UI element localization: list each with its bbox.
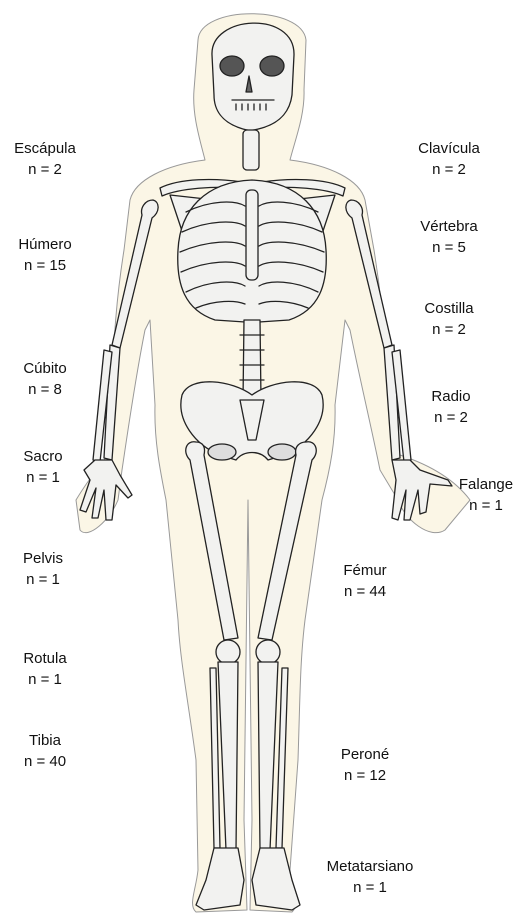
bone-count: n = 1 <box>0 467 98 488</box>
label-sacro: Sacro n = 1 <box>0 446 98 488</box>
lumbar-spine <box>243 320 261 400</box>
right-foot <box>252 848 300 910</box>
label-vertebra: Vértebra n = 5 <box>394 216 504 258</box>
bone-name: Clavícula <box>394 138 504 159</box>
bone-count: n = 5 <box>394 237 504 258</box>
label-metatarsiano: Metatarsiano n = 1 <box>315 856 425 898</box>
cervical-spine <box>243 130 259 170</box>
label-femur: Fémur n = 44 <box>310 560 420 602</box>
skull <box>212 23 294 130</box>
bone-name: Escápula <box>0 138 100 159</box>
bone-name: Tibia <box>0 730 100 751</box>
bone-count: n = 1 <box>0 569 98 590</box>
left-obturator <box>208 444 236 460</box>
left-eye-socket <box>220 56 244 76</box>
right-eye-socket <box>260 56 284 76</box>
label-pelvis: Pelvis n = 1 <box>0 548 98 590</box>
label-falange: Falange n = 1 <box>431 474 521 516</box>
label-clavicula: Clavícula n = 2 <box>394 138 504 180</box>
bone-count: n = 8 <box>0 379 100 400</box>
label-tibia: Tibia n = 40 <box>0 730 100 772</box>
label-perone: Peroné n = 12 <box>310 744 420 786</box>
bone-name: Rotula <box>0 648 100 669</box>
left-patella <box>216 640 240 664</box>
bone-name: Peroné <box>310 744 420 765</box>
bone-count: n = 1 <box>431 495 521 516</box>
bone-count: n = 2 <box>396 407 506 428</box>
bone-count: n = 15 <box>0 255 100 276</box>
bone-name: Húmero <box>0 234 100 255</box>
right-patella <box>256 640 280 664</box>
bone-name: Metatarsiano <box>315 856 425 877</box>
bone-name: Sacro <box>0 446 98 467</box>
bone-name: Costilla <box>394 298 504 319</box>
label-escapula: Escápula n = 2 <box>0 138 100 180</box>
bone-count: n = 1 <box>0 669 100 690</box>
bone-name: Fémur <box>310 560 420 581</box>
bone-count: n = 2 <box>394 319 504 340</box>
label-rotula: Rotula n = 1 <box>0 648 100 690</box>
bone-count: n = 2 <box>0 159 100 180</box>
bone-count: n = 44 <box>310 581 420 602</box>
bone-count: n = 1 <box>315 877 425 898</box>
bone-name: Pelvis <box>0 548 98 569</box>
bone-name: Cúbito <box>0 358 100 379</box>
bone-count: n = 40 <box>0 751 100 772</box>
bone-name: Radio <box>396 386 506 407</box>
label-cubito: Cúbito n = 8 <box>0 358 100 400</box>
bone-count: n = 2 <box>394 159 504 180</box>
label-costilla: Costilla n = 2 <box>394 298 504 340</box>
bone-count: n = 12 <box>310 765 420 786</box>
label-radio: Radio n = 2 <box>396 386 506 428</box>
right-obturator <box>268 444 296 460</box>
bone-name: Vértebra <box>394 216 504 237</box>
label-humero: Húmero n = 15 <box>0 234 100 276</box>
bone-name: Falange <box>431 474 521 495</box>
sternum <box>246 190 258 280</box>
